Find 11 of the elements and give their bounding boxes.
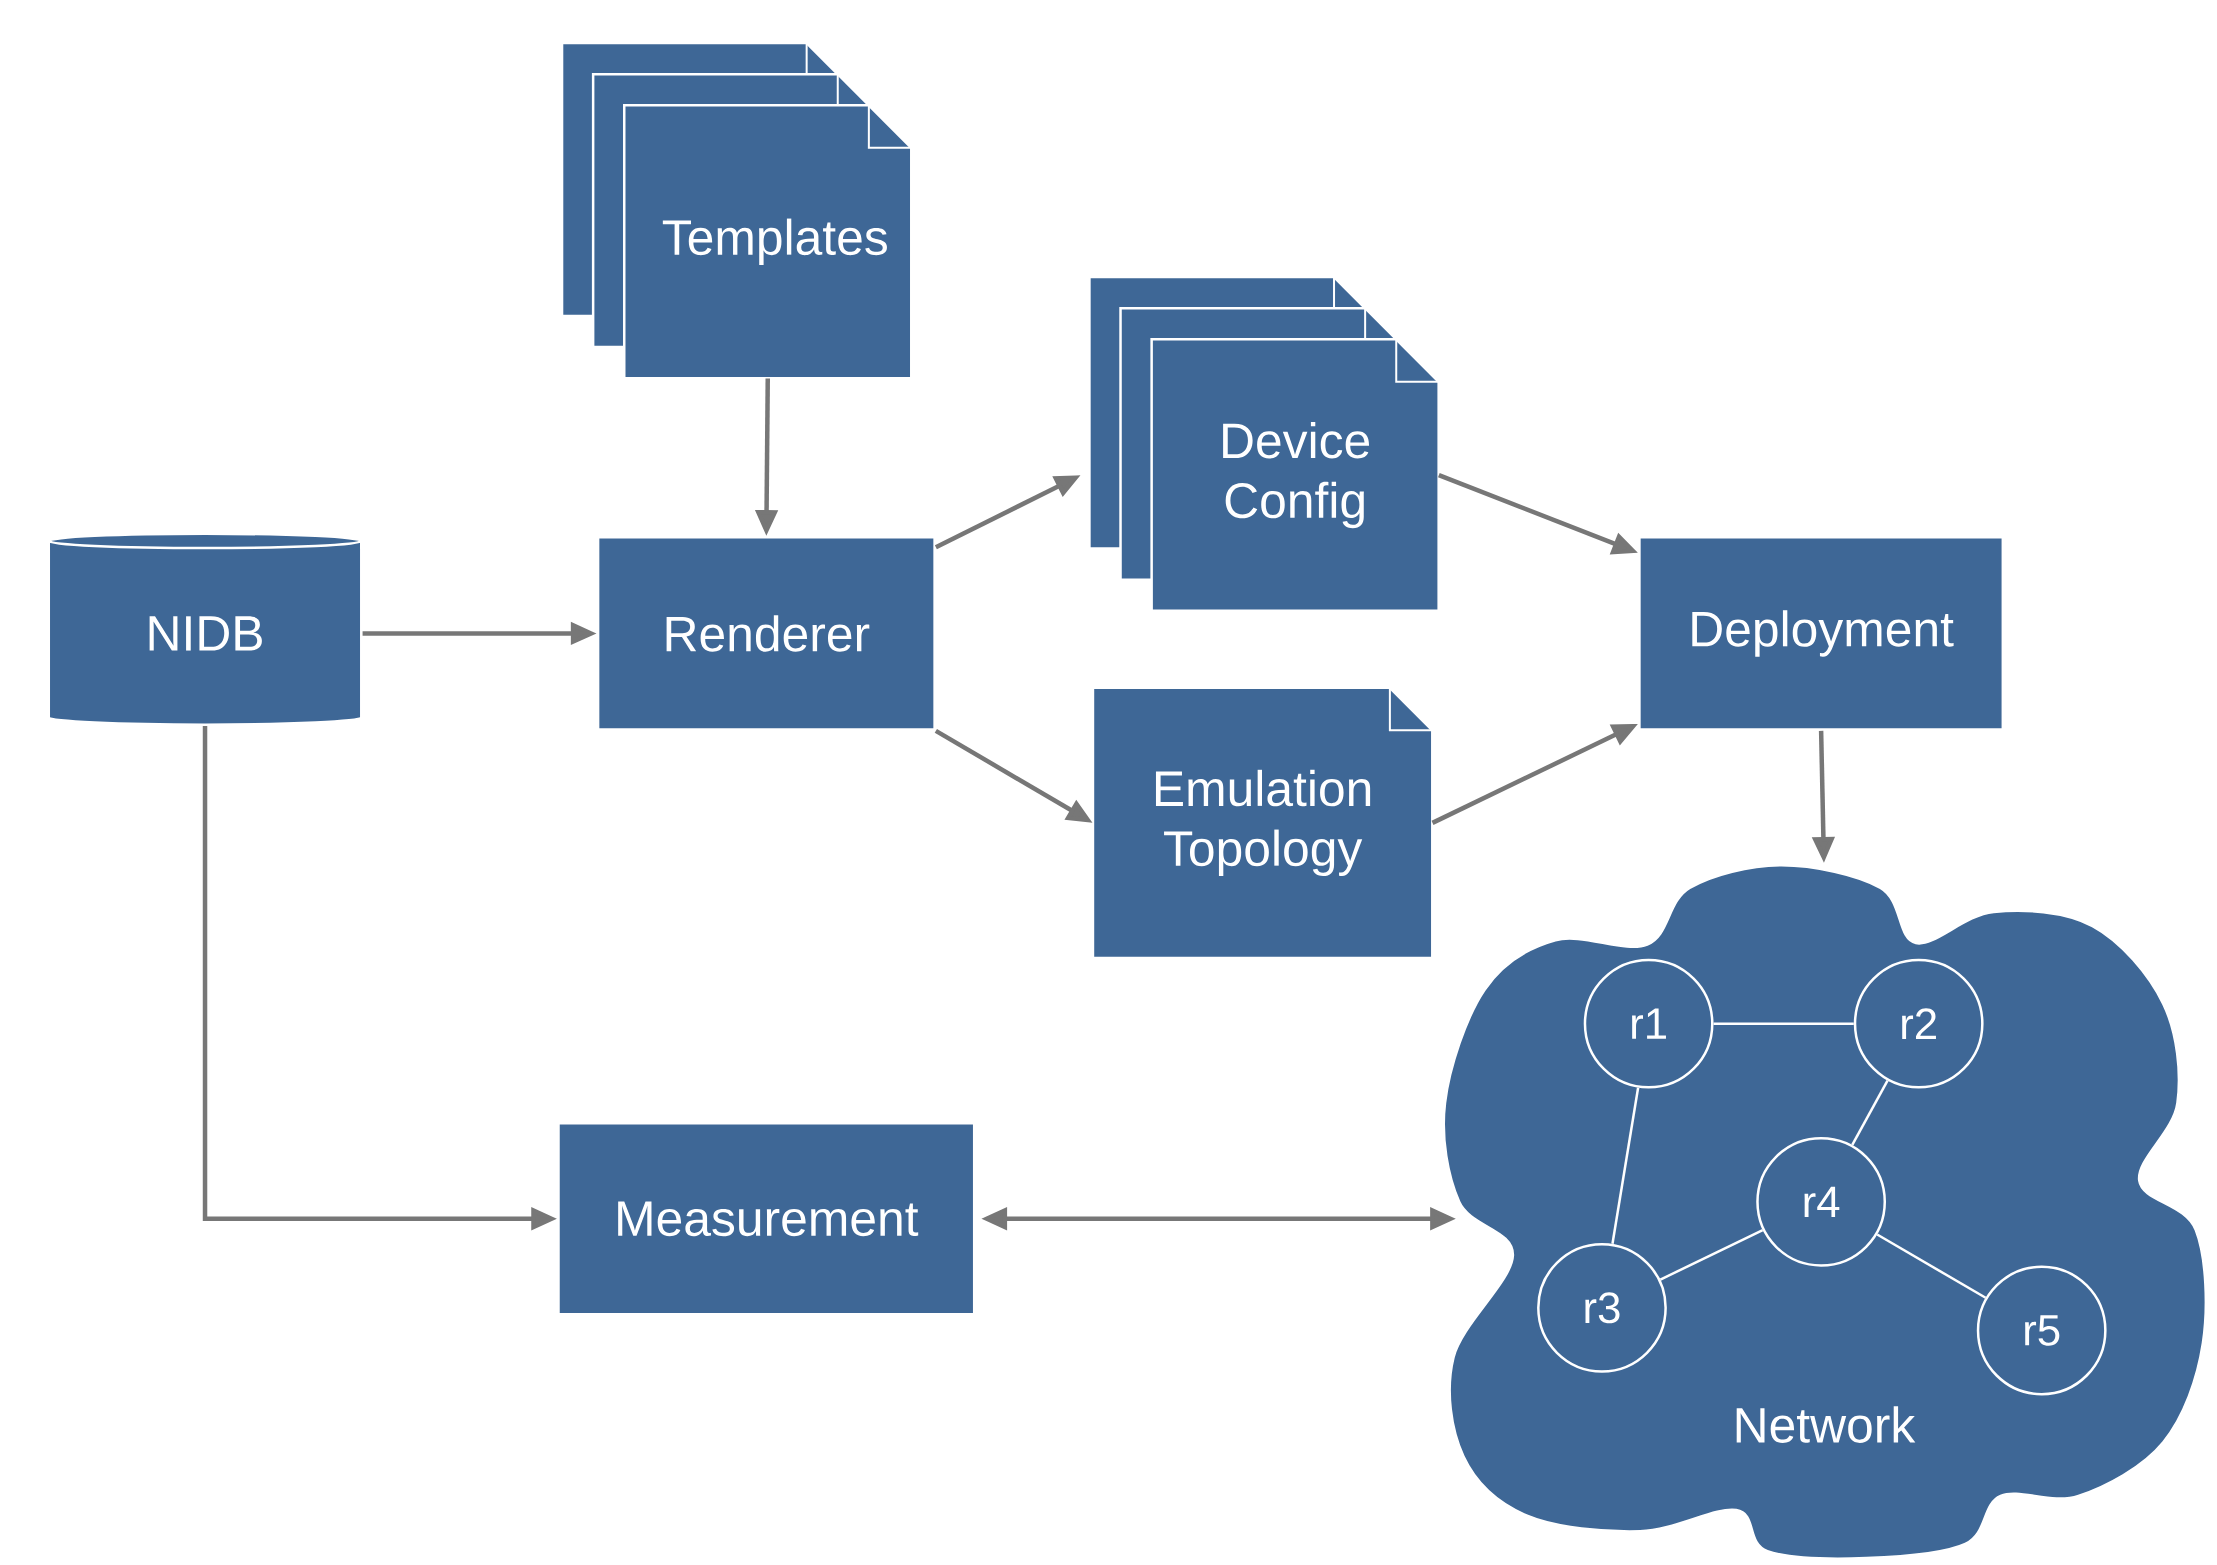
process-box: Renderer (596, 535, 936, 731)
document-stack: Device Config (1088, 275, 1440, 612)
document-stack: Templates (560, 41, 913, 380)
link-line (1611, 1087, 1640, 1244)
link-line (1659, 1228, 1764, 1281)
link-line (1713, 1022, 1854, 1025)
link-line (1851, 1079, 1889, 1146)
process-box: Deployment (1638, 535, 2005, 731)
database-cylinder: NIDB (47, 532, 363, 726)
process-box: Measurement (557, 1122, 976, 1316)
link-line (1876, 1233, 1987, 1299)
